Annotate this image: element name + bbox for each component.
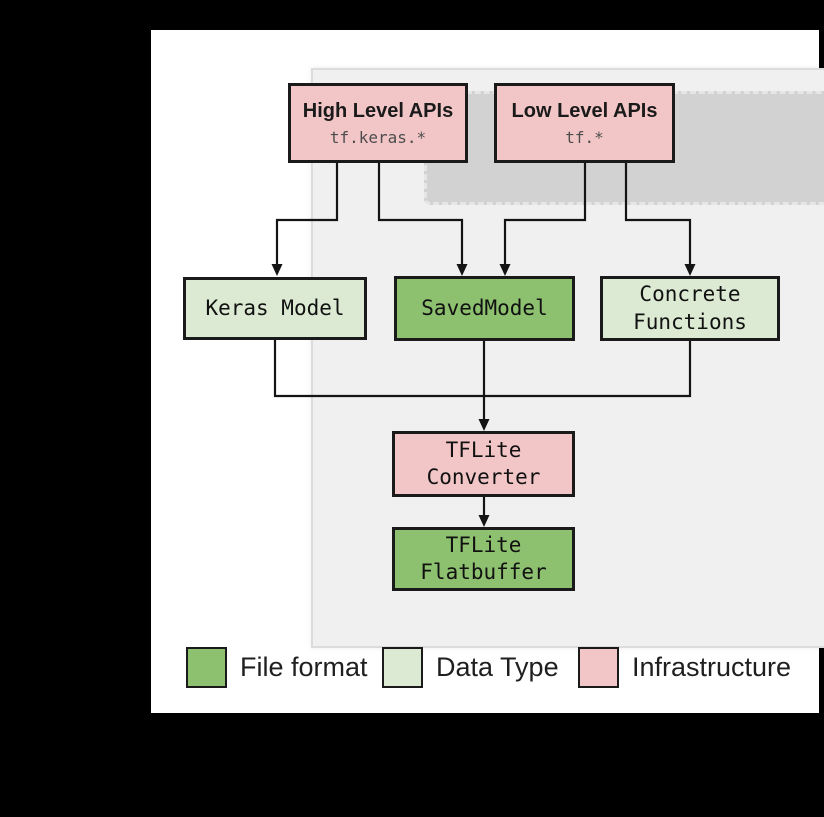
node-saved-model-label: SavedModel [421,295,548,320]
legend-item-data-type: Data Type [382,647,559,688]
node-high-level-apis-title: High Level APIs [302,100,454,122]
figure-card [151,30,824,713]
node-low-level-apis-code: tf.* [565,128,604,147]
legend-label-infrastructure: Infrastructure [632,652,792,682]
node-tflite-converter-line1: TFLite [445,437,522,462]
legend-swatch-data-type [382,647,423,688]
node-tflite-flatbuffer-line1: TFLite [445,532,522,557]
legend-swatch-file-format [186,647,227,688]
legend-item-file-format: File format [186,647,368,688]
legend-swatch-infrastructure [578,647,619,688]
node-concrete-functions-line1: Concrete [639,282,741,307]
arrowhead-keras [271,264,283,276]
legend-item-infrastructure: Infrastructure [578,647,791,688]
node-keras-model-label: Keras Model [205,295,345,320]
node-tflite-flatbuffer: TFLite Flatbuffer [392,527,575,591]
node-low-level-apis-title: Low Level APIs [511,100,658,122]
legend-label-file-format: File format [240,652,368,682]
node-tflite-flatbuffer-line2: Flatbuffer [420,560,547,584]
node-concrete-functions-line2: Functions [633,309,747,334]
legend-label-data-type: Data Type [436,652,559,682]
node-keras-model: Keras Model [183,277,367,340]
node-tflite-converter-line2: Converter [426,465,541,489]
node-concrete-functions: Concrete Functions [600,276,780,341]
node-high-level-apis-code: tf.keras.* [329,128,427,147]
node-low-level-apis: Low Level APIs tf.* [494,83,675,163]
node-saved-model: SavedModel [394,276,575,341]
node-tflite-converter: TFLite Converter [392,431,575,497]
node-high-level-apis: High Level APIs tf.keras.* [288,83,468,163]
